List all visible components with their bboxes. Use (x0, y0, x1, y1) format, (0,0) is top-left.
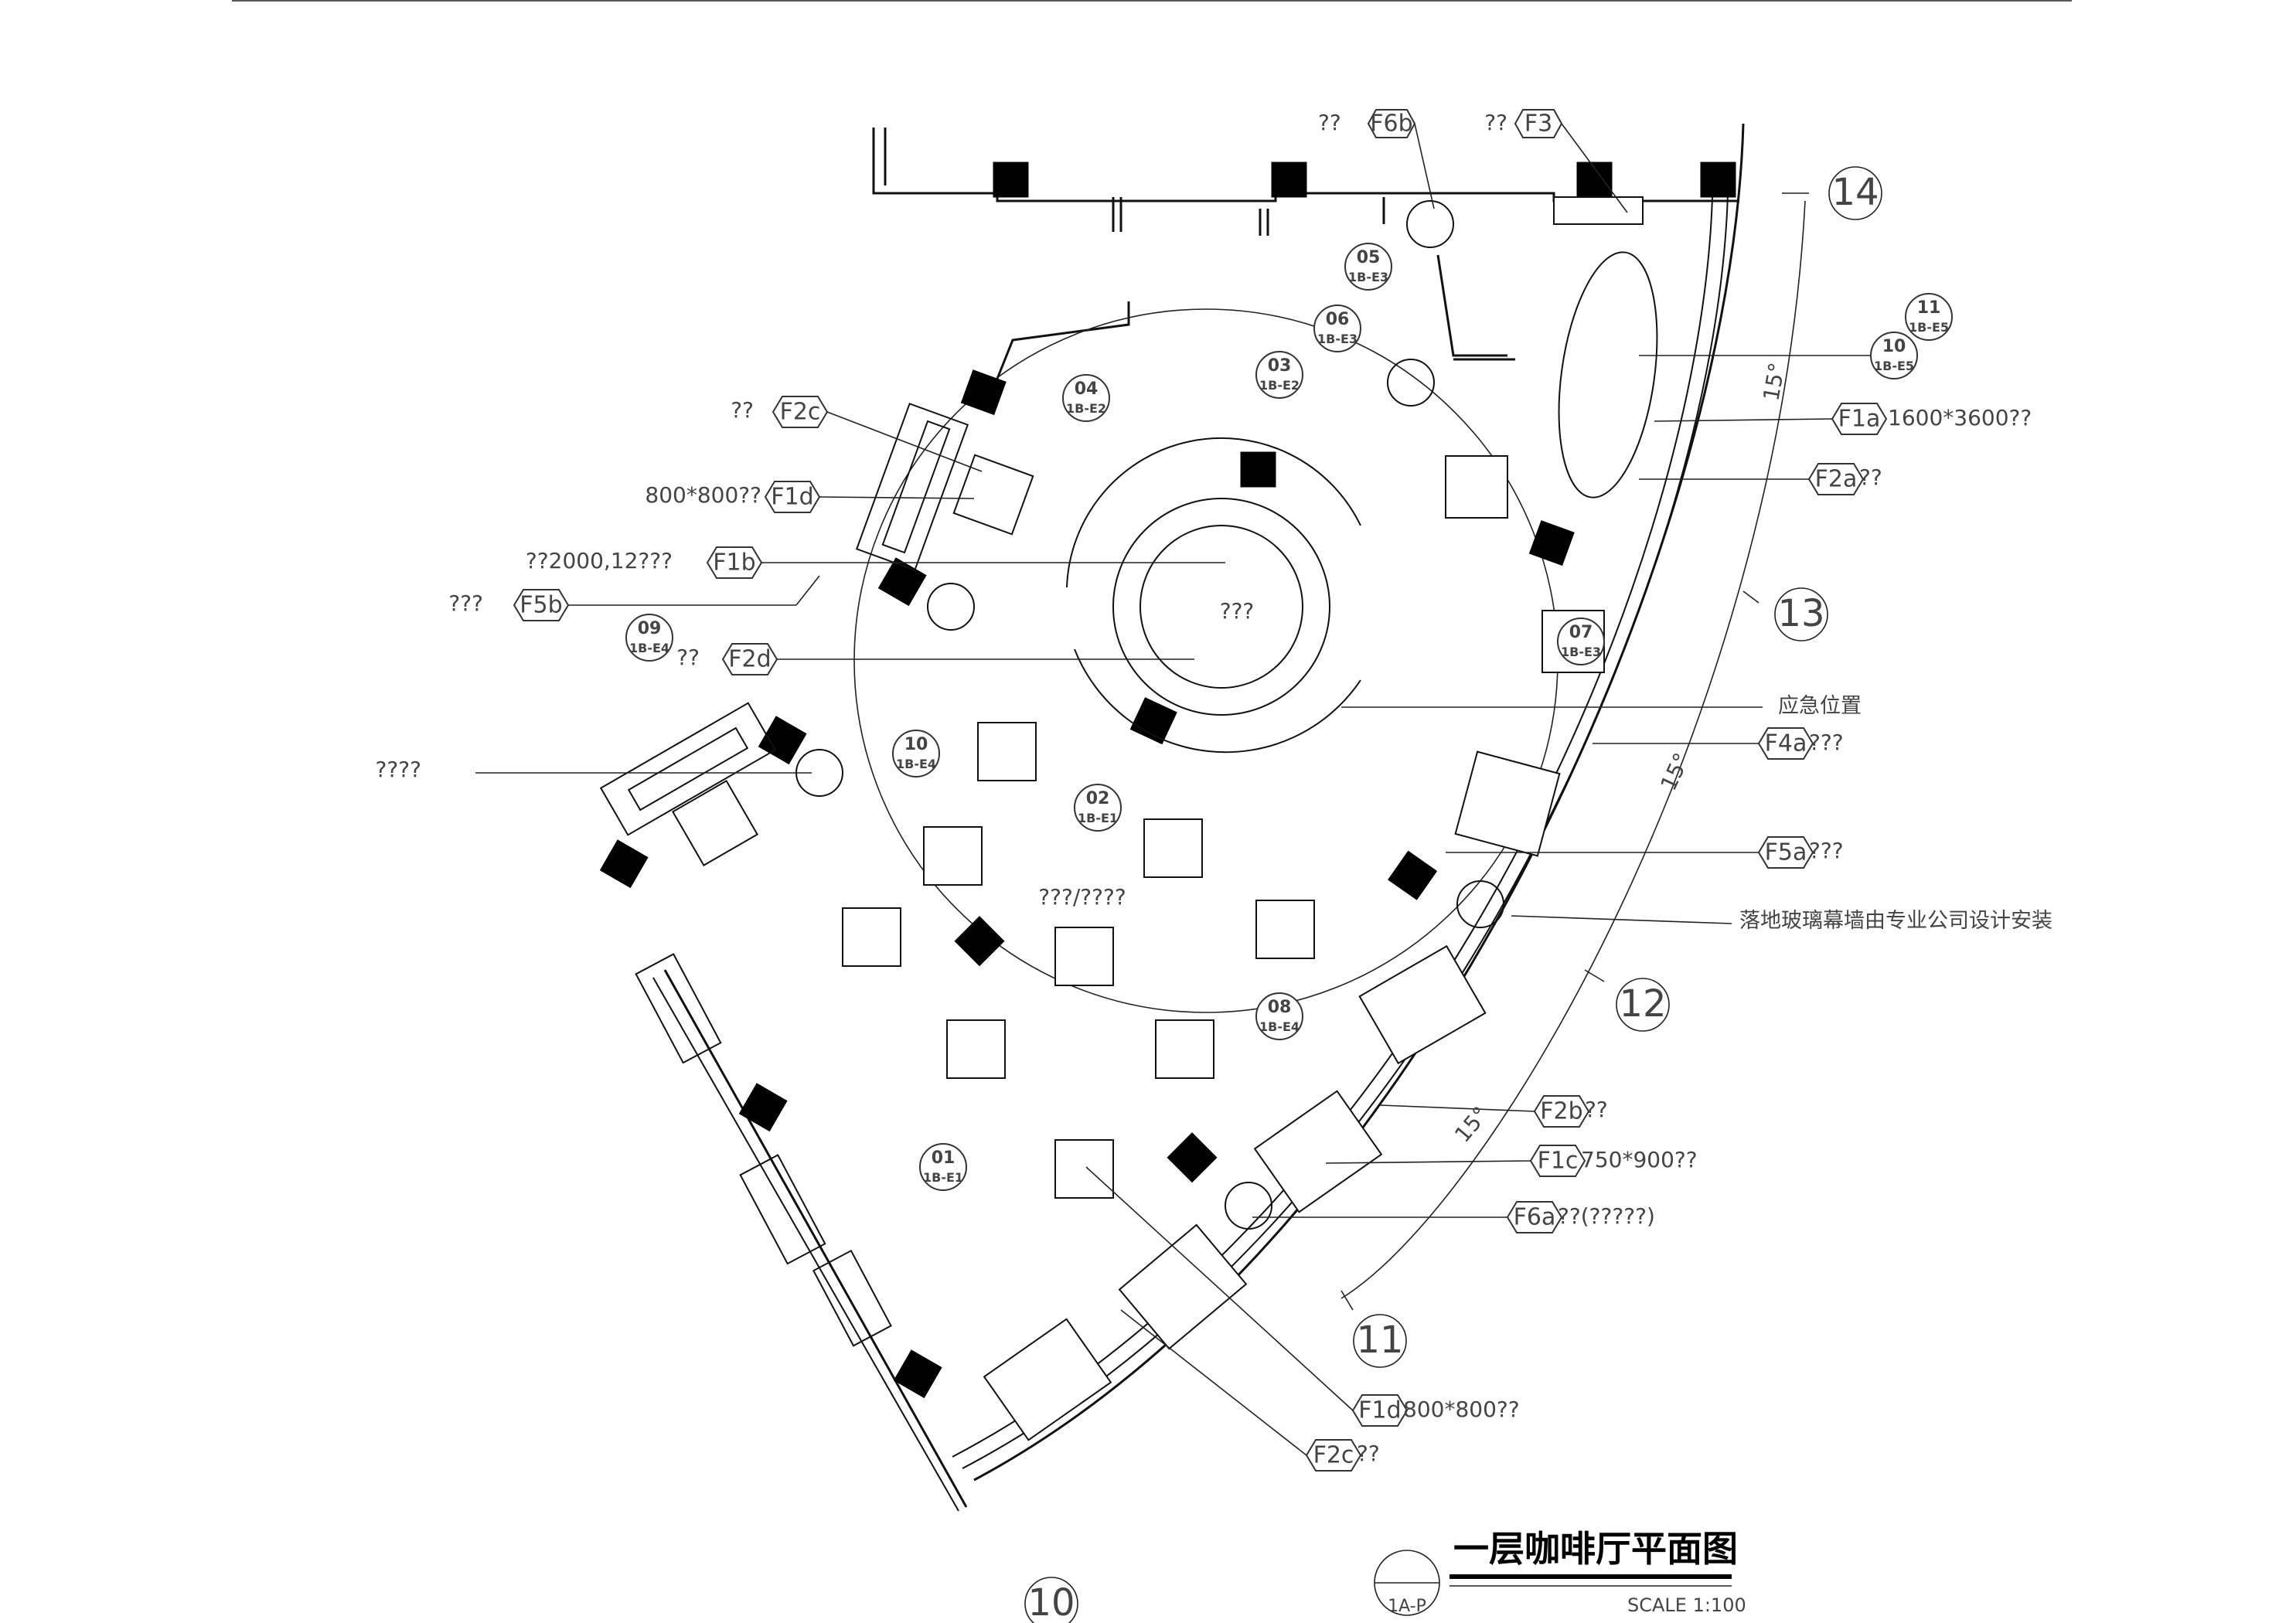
marker-number: 10 (1882, 337, 1906, 356)
tag-code: F1d (771, 484, 813, 511)
tag-note: ??? (1809, 838, 1844, 863)
tag-note: 1600*3600?? (1888, 405, 2032, 430)
marker-number: 09 (638, 619, 662, 638)
tag-code: F2c (780, 399, 821, 426)
marker-ref: 1B-E5 (1909, 320, 1949, 335)
axis-label: 14 (1831, 171, 1879, 214)
marker-number: 10 (904, 735, 928, 754)
tag-code: F2d (728, 646, 771, 673)
marker-number: 06 (1326, 310, 1350, 329)
marker-ref: 1B-E2 (1259, 378, 1300, 393)
tag-code: F6b (1370, 111, 1412, 138)
hall-label: ???/???? (1038, 884, 1126, 910)
axis-label: 13 (1777, 592, 1824, 635)
tag-note: ?? (1318, 110, 1341, 135)
tag-note: 800*800?? (645, 482, 761, 508)
angle-label: 15° (1655, 749, 1695, 794)
tag-code: F2a (1815, 466, 1858, 493)
axis-label: 10 (1027, 1581, 1075, 1623)
drawing-title: 一层咖啡厅平面图 (1453, 1528, 1738, 1570)
tag-code: F6a (1514, 1204, 1556, 1231)
axis-label: 11 (1356, 1318, 1403, 1362)
tag-code: F4a (1765, 730, 1807, 757)
marker-number: 01 (932, 1148, 956, 1168)
marker-ref: 1B-E4 (896, 757, 936, 771)
tag-note: ?? (1585, 1097, 1608, 1122)
emergency-label: 应急位置 (1778, 694, 1862, 718)
marker-number: 08 (1268, 998, 1292, 1017)
marker-ref: 1B-E3 (1317, 332, 1358, 346)
tag-note: ?? (1484, 110, 1507, 135)
marker-ref: 1B-E1 (1078, 811, 1118, 825)
tag-note: ??? (1809, 730, 1844, 755)
tag-code: F3 (1524, 111, 1552, 138)
marker-ref: 1B-E5 (1874, 359, 1914, 373)
tag-code: F1a (1838, 406, 1881, 433)
elevation-markers: 05 1B-E3 06 1B-E3 03 1B-E2 04 1B-E2 11 1… (625, 243, 1953, 1191)
marker-number: 05 (1357, 248, 1381, 267)
tag-code: F1c (1538, 1148, 1579, 1175)
tag-note: 750*900?? (1581, 1147, 1698, 1172)
tag-code: F1d (1358, 1397, 1401, 1424)
left-note-label: ???? (376, 757, 421, 782)
dimension-lines (1340, 192, 1809, 1311)
marker-number: 07 (1569, 623, 1593, 642)
marker-number: 02 (1086, 789, 1110, 808)
axis-label: 12 (1619, 982, 1666, 1026)
tag-code: F5a (1765, 839, 1807, 866)
tag-note: ?? (731, 397, 754, 423)
marker-ref: 1B-E1 (923, 1170, 963, 1185)
marker-ref: 1B-E3 (1348, 270, 1388, 284)
structural-columns (599, 162, 1736, 1399)
tag-note: 800*800?? (1403, 1397, 1520, 1422)
title-block: 1A-P 一层咖啡厅平面图 SCALE 1:100 (1374, 1528, 1746, 1616)
grid-axes: 14 13 12 11 10 (1024, 166, 1882, 1623)
marker-number: 11 (1917, 298, 1941, 318)
tag-code: F2c (1313, 1442, 1354, 1469)
tag-note: ??(?????) (1558, 1203, 1655, 1229)
drawing-scale: SCALE 1:100 (1627, 1594, 1746, 1616)
tag-note: ??2000,12??? (526, 548, 673, 573)
tag-note: ??? (448, 590, 483, 616)
title-badge: 1A-P (1388, 1597, 1426, 1616)
tag-code: F1b (713, 550, 755, 577)
furniture (599, 196, 1658, 1441)
round-table-label: ??? (1220, 598, 1255, 624)
tag-note: ?? (676, 645, 700, 670)
marker-number: 04 (1075, 379, 1099, 399)
tag-code: F5b (519, 592, 562, 619)
marker-number: 03 (1268, 356, 1292, 376)
tag-note: ?? (1357, 1441, 1380, 1466)
marker-ref: 1B-E4 (1259, 1019, 1300, 1034)
curtain-wall-label: 落地玻璃幕墙由专业公司设计安装 (1739, 909, 2052, 933)
marker-ref: 1B-E4 (629, 641, 669, 655)
material-tags: F6b ?? F3 ?? F2c ?? F1d 800*800?? F1b ??… (448, 109, 2032, 1472)
marker-ref: 1B-E2 (1066, 401, 1106, 416)
angle-label: 15° (1758, 361, 1790, 403)
tag-note: ?? (1859, 464, 1882, 490)
marker-ref: 1B-E3 (1561, 645, 1601, 659)
tag-code: F2b (1540, 1098, 1582, 1125)
